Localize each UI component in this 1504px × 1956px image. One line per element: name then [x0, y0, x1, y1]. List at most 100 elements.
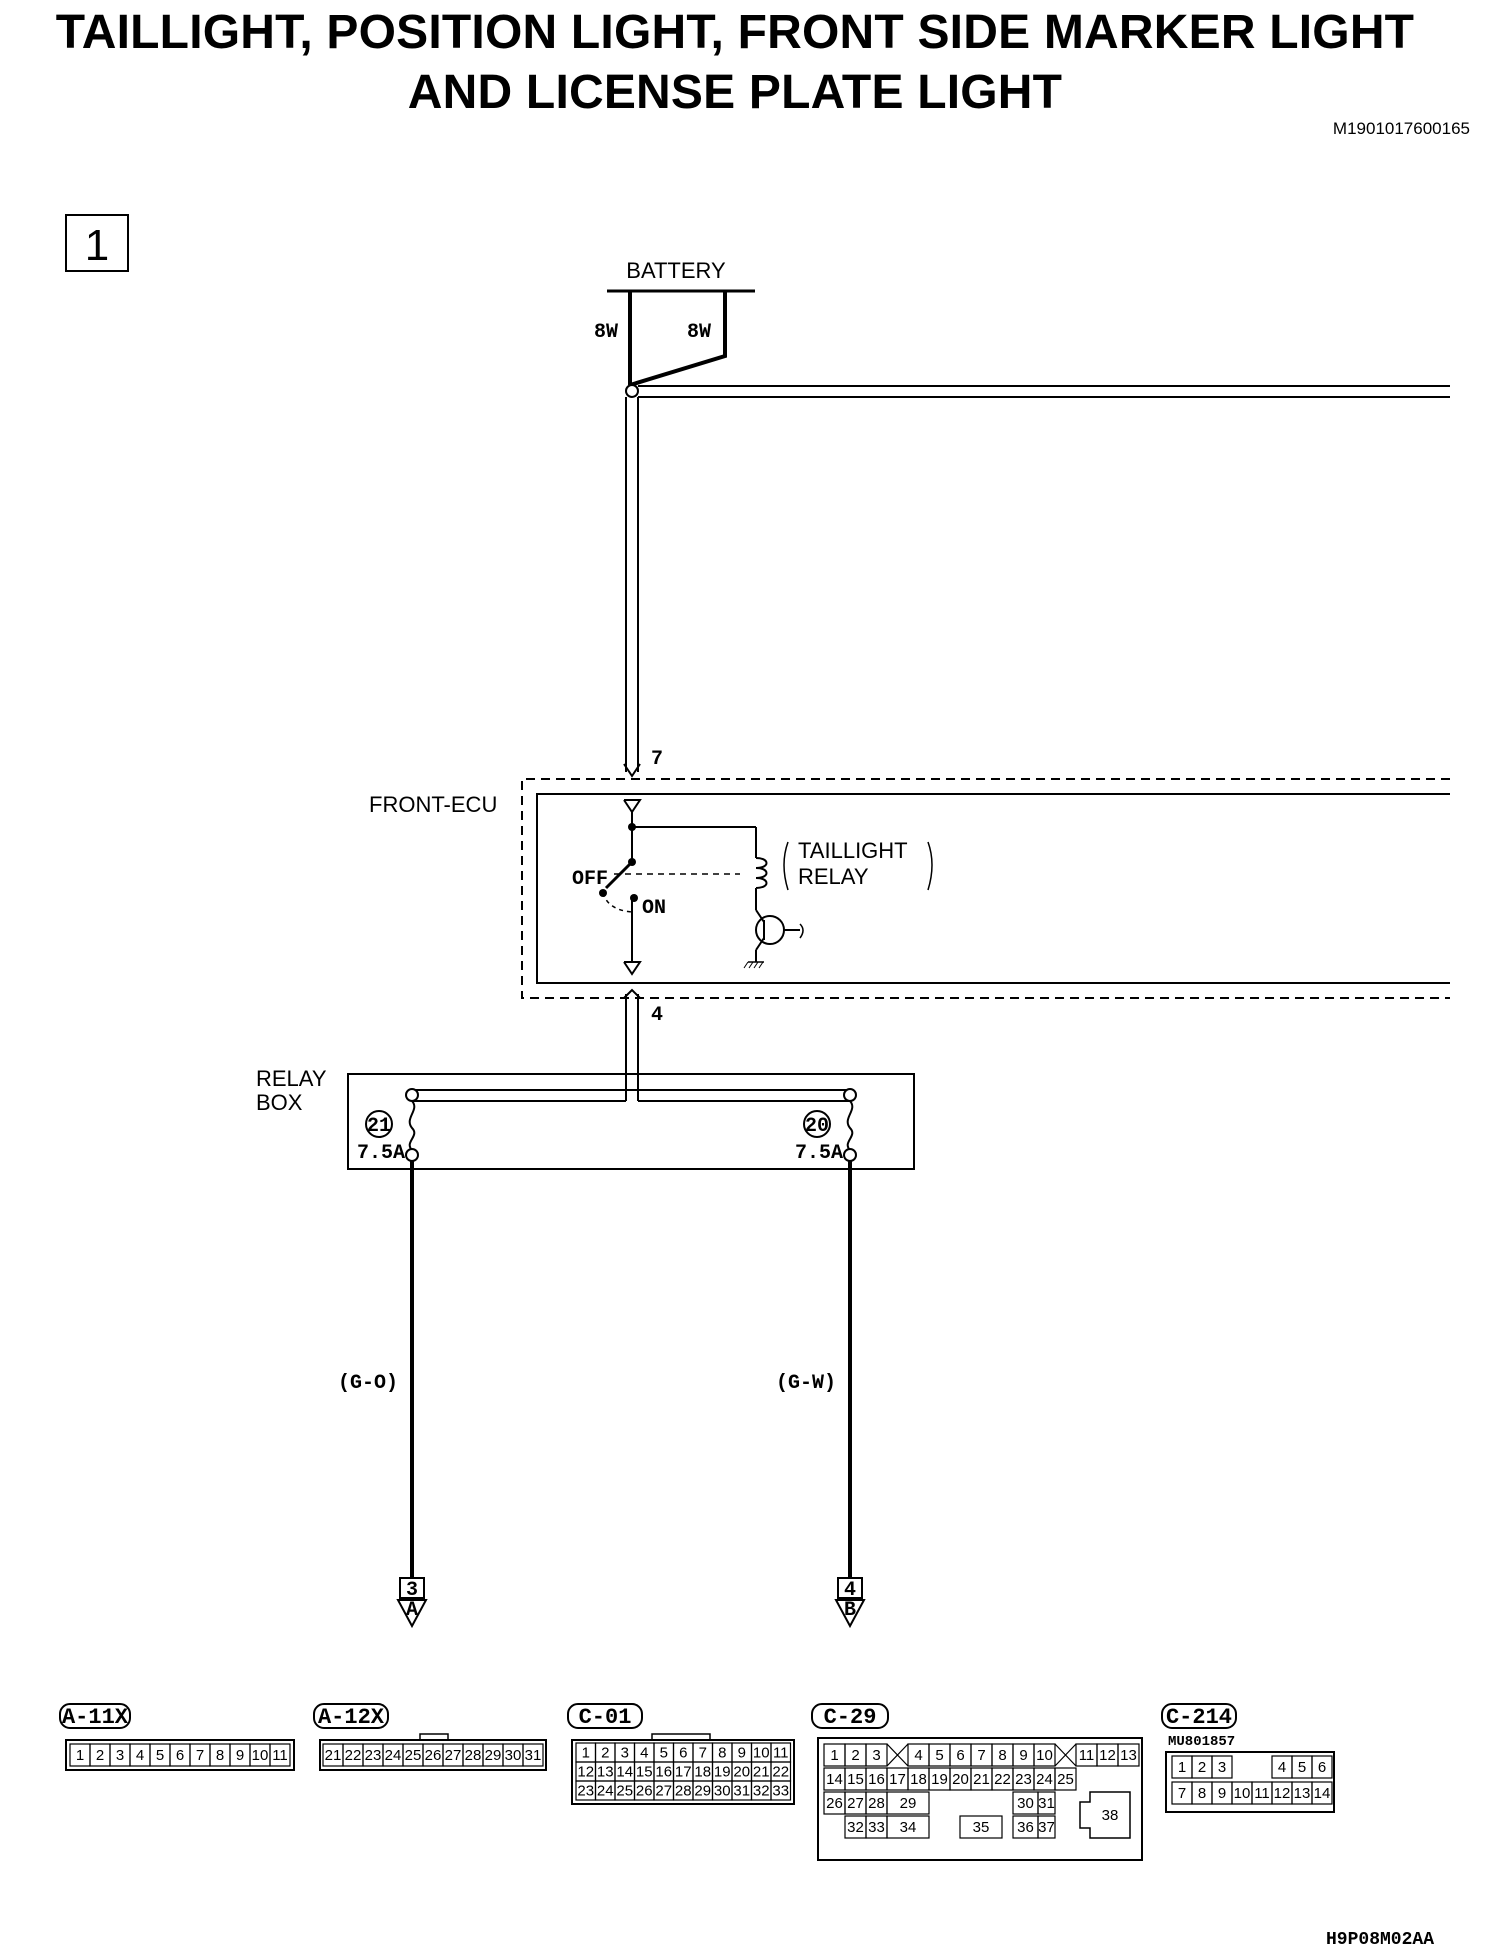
connector-pin-number: 9 [738, 1745, 746, 1762]
connector-pin-number: 28 [675, 1783, 692, 1800]
connector-pin-number: 12 [1274, 1785, 1291, 1802]
connector-pin-number: 6 [679, 1745, 687, 1762]
connector-name: A-12X [318, 1705, 385, 1730]
relay-paren-right [927, 841, 933, 891]
connector-pin-number: 22 [994, 1771, 1011, 1788]
blanked-cavity [886, 1743, 909, 1767]
connector-name: C-29 [824, 1705, 877, 1730]
connector-pin-number: 7 [196, 1747, 204, 1764]
connector-latch [419, 1733, 449, 1741]
connector-pin-number: 7 [977, 1747, 985, 1764]
connector-pin-number: 36 [1017, 1819, 1034, 1836]
switch-travel-dashed [602, 892, 633, 913]
fuse-21-number-circle [365, 1110, 393, 1138]
connector-pin-number: 17 [889, 1771, 906, 1788]
connector-pin-cell [1211, 1755, 1233, 1779]
connector-pin-number: 38 [1102, 1807, 1119, 1824]
transistor-signal-mark [799, 923, 804, 939]
connector-pin-number: 10 [1234, 1785, 1251, 1802]
connector-pin-number: 2 [1198, 1759, 1206, 1776]
connector-pin-number: 4 [136, 1747, 144, 1764]
transistor-collector [755, 909, 765, 923]
connector-pin-number: 23 [1015, 1771, 1032, 1788]
fuse-20-number: 20 [805, 1115, 829, 1138]
switch-blade [604, 860, 634, 890]
diagram-title-line-1: TAILLIGHT, POSITION LIGHT, FRONT SIDE MA… [55, 6, 1415, 59]
relay-paren-left [783, 841, 789, 891]
continuation-b-page-box [837, 1577, 863, 1599]
connector-pin-number: 27 [655, 1783, 672, 1800]
connector-pin-number: 32 [847, 1819, 864, 1836]
connector-pin-cell [522, 1743, 544, 1767]
connector-pin-number: 28 [465, 1747, 482, 1764]
sheet-number-box [65, 214, 129, 272]
connector-pin-number: 15 [636, 1764, 653, 1781]
connector-pin-number: 11 [272, 1747, 288, 1764]
connector-name-frame [1161, 1703, 1237, 1729]
switch-off-label: OFF [572, 868, 608, 891]
connector-pin-number: 19 [714, 1764, 731, 1781]
connector-pin-number: 30 [1017, 1795, 1034, 1812]
connector-pin-number: 4 [1278, 1759, 1286, 1776]
switch-on-label: ON [642, 897, 666, 920]
splice-node [625, 384, 639, 398]
connector-pin-number: 3 [1218, 1759, 1226, 1776]
connector-pin-number: 18 [910, 1771, 927, 1788]
front-ecu-dashed-border [521, 778, 1450, 999]
connector-pin-number: 29 [485, 1747, 502, 1764]
connector-pin-number: 16 [868, 1771, 885, 1788]
battery-wire-size-right: 8W [687, 321, 711, 344]
connector-pin-cell [1054, 1767, 1077, 1791]
connector-pin-number: 13 [597, 1764, 614, 1781]
connector-pin-number: 18 [694, 1764, 711, 1781]
fuse-20-number-circle [803, 1110, 831, 1138]
connector-name-frame [59, 1703, 131, 1729]
connector-pin-number: 30 [505, 1747, 522, 1764]
connector-pin-number: 10 [252, 1747, 269, 1764]
fuse-21-rating: 7.5A [357, 1142, 405, 1165]
connector-housing [1165, 1751, 1335, 1813]
connector-pin-number: 10 [753, 1745, 770, 1762]
connector-pin-number: 24 [1036, 1771, 1053, 1788]
relay-name-line-1: TAILLIGHT [798, 838, 908, 863]
connector-pin-number: 22 [772, 1764, 789, 1781]
connector-pin-number: 2 [851, 1747, 859, 1764]
connector-large-cavity [1079, 1791, 1131, 1839]
connector-pin-number: 32 [753, 1783, 770, 1800]
connector-pin-number: 8 [216, 1747, 224, 1764]
continuation-b-arrow-icon [834, 1599, 866, 1629]
connector-name-frame [567, 1703, 643, 1729]
connector-pin-number: 14 [1314, 1785, 1331, 1802]
connector-latch [651, 1733, 711, 1741]
connector-pin-number: 33 [868, 1819, 885, 1836]
connector-pin-number: 6 [1318, 1759, 1326, 1776]
battery-label: BATTERY [626, 258, 726, 283]
connector-pin-number: 37 [1038, 1819, 1055, 1836]
connector-pin-number: 25 [405, 1747, 422, 1764]
connector-pin-number: 2 [96, 1747, 104, 1764]
terminal-arrow-bottom [623, 961, 642, 976]
connector-pin-number: 31 [525, 1747, 542, 1764]
diagram-title-line-2: AND LICENSE PLATE LIGHT [407, 66, 1063, 119]
wire-right-color: (G-W) [776, 1372, 836, 1395]
connector-pin-number: 8 [718, 1745, 726, 1762]
connector-pin-number: 7 [699, 1745, 707, 1762]
connector-arrow-in [623, 763, 641, 778]
connector-pin-number: 14 [616, 1764, 633, 1781]
connector-pin-number: 5 [660, 1745, 668, 1762]
connector-pin-number: 28 [868, 1795, 885, 1812]
connector-pin-number: 27 [847, 1795, 864, 1812]
connector-pin-number: 27 [445, 1747, 462, 1764]
fuse-20-rating: 7.5A [795, 1142, 843, 1165]
fuse-21-icon [408, 1100, 416, 1151]
continuation-a-page-box [399, 1577, 425, 1599]
continuation-a-page: 3 [406, 1579, 418, 1602]
ground-icon [743, 961, 764, 969]
relay-box-label-line-1: RELAY [256, 1066, 327, 1091]
connector-pin-cell [1037, 1815, 1056, 1839]
connector-pin-number: 6 [956, 1747, 964, 1764]
front-ecu-label: FRONT-ECU [369, 792, 497, 817]
